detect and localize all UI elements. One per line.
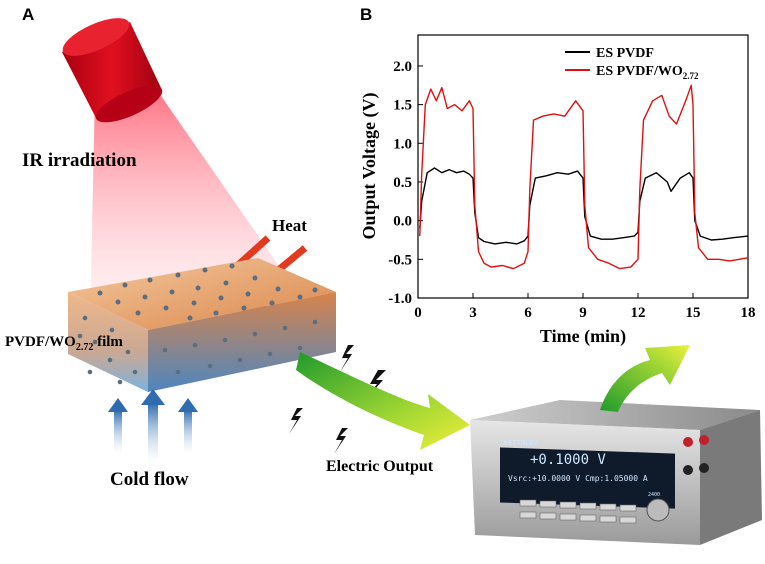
output-arrow-icon [296, 352, 470, 450]
ir-irradiation-label: IR irradiation [22, 150, 137, 171]
y-tick-label: 0.0 [393, 214, 412, 230]
measurement-arrow-icon [600, 345, 690, 412]
meter-buttons [519, 499, 637, 524]
y-axis-title: Output Voltage (V) [359, 92, 380, 239]
series-lines [419, 84, 749, 270]
panel-b-label: B [360, 5, 372, 24]
ir-lamp-icon [62, 18, 163, 123]
panel-a-label: A [22, 5, 34, 24]
y-tick-label: -0.5 [388, 252, 412, 268]
legend-label-2: ES PVDF/WO2.72 [596, 64, 699, 81]
legend: ES PVDF ES PVDF/WO2.72 [565, 46, 699, 81]
meter-reading: +0.1000 V [530, 452, 606, 468]
lightning-bolt-icons [289, 345, 386, 454]
panel-b: B 0 3 6 9 12 15 18 -1.0 -0.5 0.0 0.5 1.0 1.5 2.0 Tim… [359, 5, 756, 347]
x-tick-label: 18 [741, 305, 756, 321]
panel-a: A IR irradiation Heat [5, 5, 470, 490]
film-slab [68, 258, 336, 392]
meter-brand: KEITHLEY [504, 439, 539, 447]
x-tick-label: 15 [686, 305, 701, 321]
y-tick-label: 2.0 [393, 59, 412, 75]
electric-output-label: Electric Output [326, 458, 434, 475]
plot-area [417, 34, 749, 299]
nanoparticle-dots [77, 263, 318, 385]
y-tick-label: 0.5 [393, 175, 412, 191]
x-ticks: 0 3 6 9 12 15 18 [414, 293, 756, 321]
y-tick-label: 1.5 [393, 98, 412, 114]
y-ticks: -1.0 -0.5 0.0 0.5 1.0 1.5 2.0 [388, 59, 423, 307]
film-label-tail: film [93, 334, 123, 350]
series-line-2 [419, 84, 749, 270]
heat-label: Heat [272, 216, 307, 235]
y-tick-label: 1.0 [393, 136, 412, 152]
meter-terminals-icon [683, 435, 709, 475]
cold-flow-arrows-icon [108, 389, 198, 465]
series-line-1 [419, 167, 749, 245]
legend-label-1: ES PVDF [596, 46, 654, 61]
meter-knob-icon [646, 498, 670, 522]
meter-model: 2400 [648, 492, 660, 498]
film-label-main: PVDF/WO [5, 334, 76, 350]
x-tick-label: 3 [469, 305, 477, 321]
cold-flow-label: Cold flow [110, 469, 189, 490]
film-label: PVDF/WO2.72 film [5, 334, 123, 353]
y-tick-label: -1.0 [388, 291, 412, 307]
x-axis-title: Time (min) [540, 326, 626, 347]
meter-status: Vsrc:+10.0000 V Cmp:1.05000 A [508, 474, 648, 483]
x-tick-label: 9 [579, 305, 587, 321]
x-tick-label: 6 [524, 305, 532, 321]
x-tick-label: 12 [631, 305, 646, 321]
sourcemeter-device: KEITHLEY +0.1000 V Vsrc:+10.0000 V Cmp:1… [470, 400, 762, 545]
x-tick-label: 0 [414, 305, 422, 321]
film-label-sub: 2.72 [76, 342, 94, 353]
